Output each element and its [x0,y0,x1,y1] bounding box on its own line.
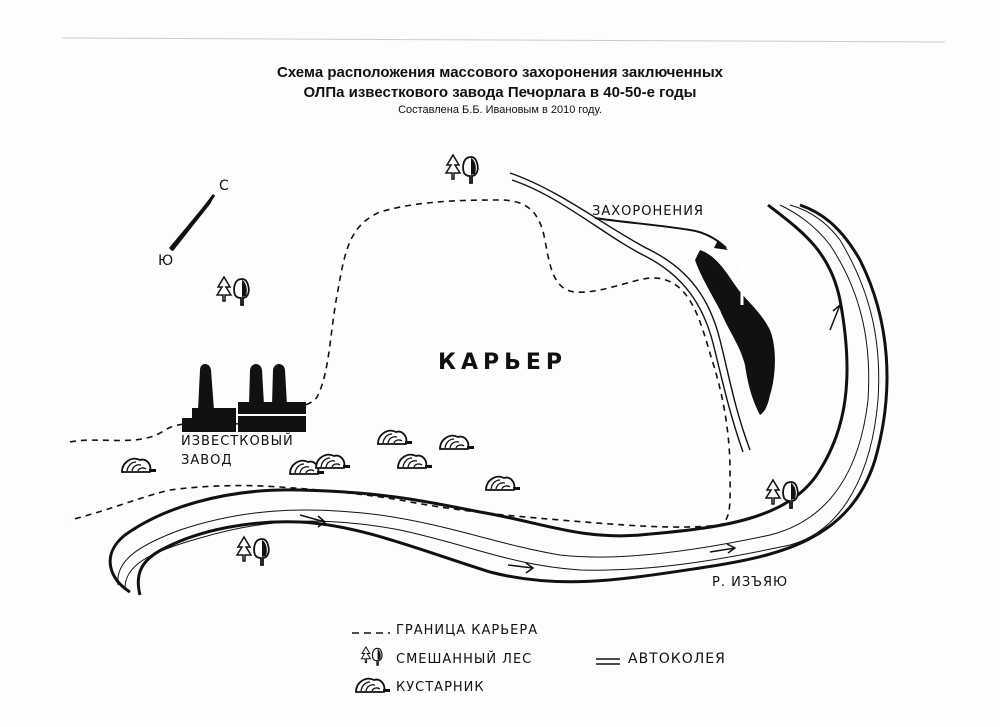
shrub-icon [377,429,413,445]
lime-factory-icon [182,364,306,432]
legend-boundary-label: ГРАНИЦА КАРЬЕРА [396,623,539,638]
shrub-icon [397,453,433,469]
map-title-line2: ОЛПа известкового завода Печорлага в 40-… [303,84,697,101]
compass-icon [168,194,216,252]
shrub-icon [439,434,475,450]
legend-shrub-icon [355,677,391,693]
factory-label-line2: ЗАВОД [181,453,233,468]
burial-area [594,217,775,415]
shrub-icon [121,457,157,473]
river-izyayu [108,203,889,596]
forest-icon [445,154,479,184]
legend-road-icon [596,658,620,665]
compass-north-label: С [219,178,230,194]
forest-icon [216,276,250,306]
frame-edge [61,37,946,43]
legend-forest-label: СМЕШАННЫЙ ЛЕС [396,652,533,667]
river-label: Р. ИЗЪЯЮ [712,575,789,590]
map-title-line1: Схема расположения массового захоронения… [276,64,724,81]
map-author: Составлена Б.Б. Ивановым в 2010 году. [398,104,602,116]
shrub-icon [485,475,521,491]
quarry-label: КАРЬЕР [438,350,568,375]
burials-label: ЗАХОРОНЕНИЯ [592,204,704,219]
quarry-boundary [69,199,731,528]
compass-south-label: Ю [158,253,175,269]
road-track [509,172,751,453]
shrub-icon [315,453,351,469]
forest-icon [236,536,270,566]
legend-road-label: АВТОКОЛЕЯ [628,651,726,667]
factory-label-line1: ИЗВЕСТКОВЫЙ [181,434,294,449]
legend-forest-icon [360,646,383,666]
legend-shrub-label: КУСТАРНИК [396,680,485,695]
